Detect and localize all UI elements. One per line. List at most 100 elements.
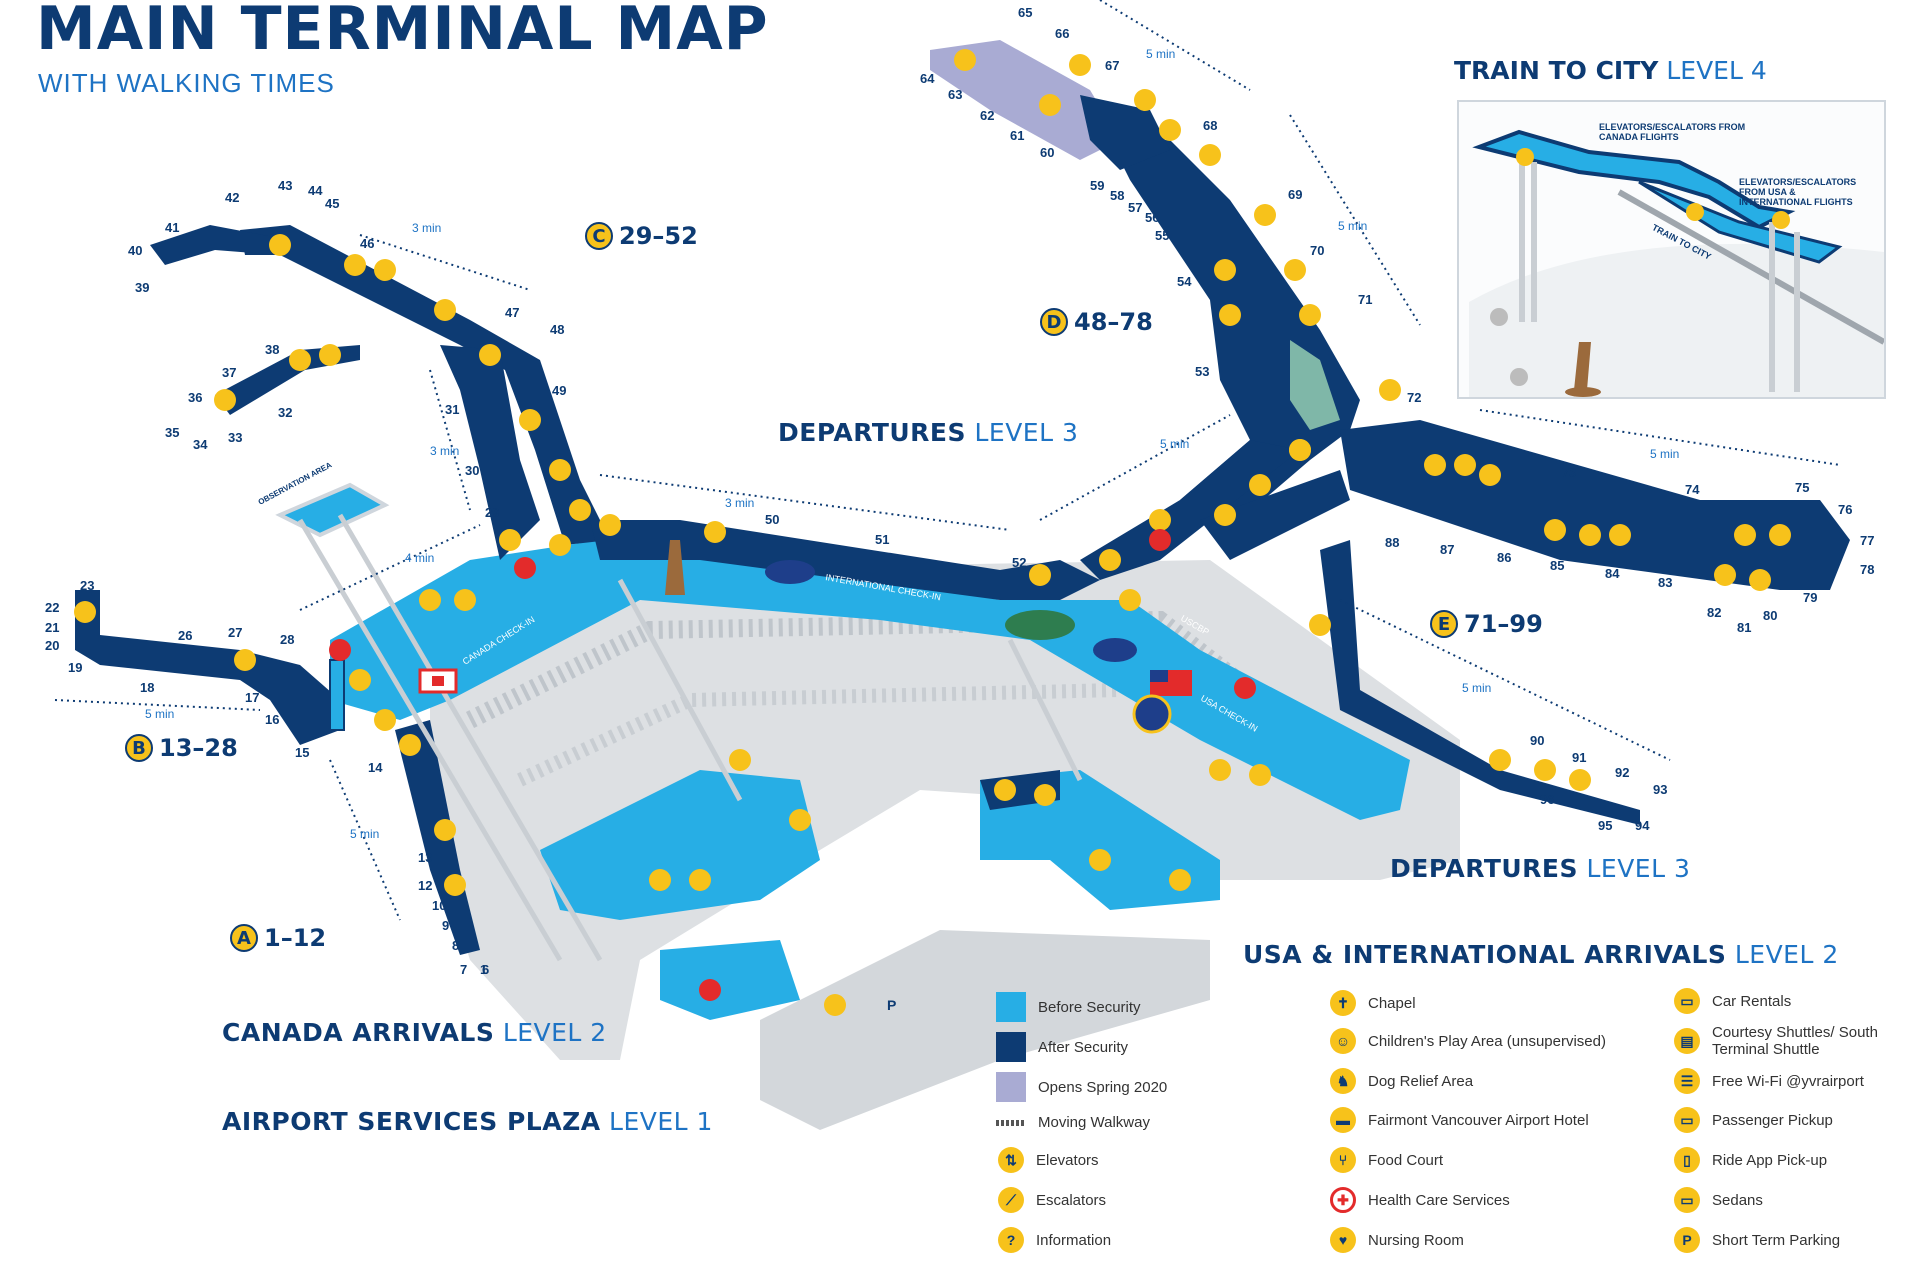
walk-time-c-low: 4 min bbox=[405, 551, 435, 565]
area-label-services-plaza: AIRPORT SERVICES PLAZA LEVEL 1 bbox=[222, 1107, 713, 1136]
gate-number: 74 bbox=[1685, 482, 1700, 497]
gate-number: 54 bbox=[1177, 274, 1192, 289]
usa-logo bbox=[1093, 638, 1137, 662]
gate-number: 52 bbox=[1012, 555, 1027, 570]
gate-badge-e: E bbox=[1430, 610, 1458, 638]
gate-number: 15 bbox=[295, 745, 310, 760]
nursing-icon: ♥ bbox=[1330, 1227, 1356, 1253]
gate-number: 59 bbox=[1090, 178, 1105, 193]
concourse-d-lower bbox=[1080, 440, 1300, 580]
gate-number: 27 bbox=[228, 625, 243, 640]
legend-label: Free Wi-Fi @yvrairport bbox=[1712, 1072, 1864, 1090]
canada-flag-leaf bbox=[432, 676, 444, 686]
gate-range-a: 1–12 bbox=[264, 924, 327, 952]
gate-number: 90 bbox=[1530, 733, 1545, 748]
play-area-icon: ☺ bbox=[1330, 1028, 1356, 1054]
gate-number: 88 bbox=[1385, 535, 1400, 550]
legend-chapel: ✝ Chapel bbox=[1330, 990, 1416, 1016]
arrivals-link-1 bbox=[617, 578, 743, 802]
legend-label: Fairmont Vancouver Airport Hotel bbox=[1368, 1111, 1589, 1129]
gate-number: 67 bbox=[1105, 58, 1120, 73]
gate-label-b[interactable]: B 13–28 bbox=[125, 734, 238, 762]
area-label-departures-top: DEPARTURES LEVEL 3 bbox=[778, 418, 1078, 447]
gate-number: 29 bbox=[485, 505, 500, 520]
gate-number: 71 bbox=[1358, 292, 1373, 307]
gate-number: 96 bbox=[1540, 792, 1555, 807]
opens-2020-after bbox=[1080, 95, 1170, 170]
gate-label-e[interactable]: E 71–99 bbox=[1430, 610, 1543, 638]
gate-number: 30 bbox=[465, 463, 480, 478]
gate-label-c[interactable]: C 29–52 bbox=[585, 222, 698, 250]
train-name: TRAIN TO CITY bbox=[1454, 56, 1659, 85]
area-name: AIRPORT SERVICES PLAZA bbox=[222, 1107, 601, 1136]
area-label-departures-right: DEPARTURES LEVEL 3 bbox=[1390, 854, 1690, 883]
moving-walkway-icon bbox=[996, 1119, 1026, 1126]
gate-number: 95 bbox=[1598, 818, 1613, 833]
legend-label: Chapel bbox=[1368, 994, 1416, 1012]
waterfall-feature bbox=[1290, 340, 1340, 430]
legend-sedans: ▭ Sedans bbox=[1674, 1187, 1763, 1213]
legend-label: After Security bbox=[1038, 1038, 1129, 1056]
legend-short-term: P Short Term Parking bbox=[1674, 1227, 1840, 1253]
gate-number: 91 bbox=[1572, 750, 1587, 765]
usa-arrivals-zone bbox=[980, 770, 1220, 910]
gate-number: 63 bbox=[948, 87, 963, 102]
gate-number: 12 bbox=[418, 878, 433, 893]
legend-dog-relief: ♞ Dog Relief Area bbox=[1330, 1068, 1473, 1094]
gate-number: 49 bbox=[552, 383, 567, 398]
gate-label-d[interactable]: D 48–78 bbox=[1040, 308, 1153, 336]
gate-number: 10 bbox=[432, 898, 447, 913]
legend-label: Food Court bbox=[1368, 1151, 1444, 1169]
legend-fairmont: ▬ Fairmont Vancouver Airport Hotel bbox=[1330, 1107, 1589, 1133]
gate-number: 35 bbox=[165, 425, 180, 440]
gate-badge-a: A bbox=[230, 924, 258, 952]
car-icon: ▭ bbox=[1674, 988, 1700, 1014]
legend-label: Children's Play Area (unsupervised) bbox=[1368, 1032, 1606, 1050]
gate-number: 73 bbox=[1562, 465, 1577, 480]
gate-range-e: 71–99 bbox=[1464, 610, 1543, 638]
gate-range-c: 29–52 bbox=[619, 222, 698, 250]
main-departures-zone bbox=[330, 540, 1410, 820]
services-plaza-building bbox=[760, 930, 1210, 1130]
area-level: LEVEL 3 bbox=[974, 418, 1079, 447]
gate-number: 78 bbox=[1860, 562, 1875, 577]
shuttle-bus-icon: ▤ bbox=[1674, 1028, 1700, 1054]
train-note-canada: ELEVATORS/ESCALATORS FROM CANADA FLIGHTS bbox=[1599, 122, 1746, 142]
gate-badge-c: C bbox=[585, 222, 613, 250]
legend-shuttles: ▤ Courtesy Shuttles/ South Terminal Shut… bbox=[1674, 1024, 1892, 1058]
walk-time-d-right: 5 min bbox=[1338, 219, 1368, 233]
gate-number: 44 bbox=[308, 183, 323, 198]
ride-app-icon: ▯ bbox=[1674, 1147, 1700, 1173]
walking-routes bbox=[54, 0, 1841, 921]
observation-link-2 bbox=[337, 513, 603, 962]
arrival-curb-road-2 bbox=[517, 683, 1121, 787]
gate-number: 92 bbox=[1615, 765, 1630, 780]
arrival-curb-road bbox=[465, 610, 1396, 808]
gate-label-a[interactable]: A 1–12 bbox=[230, 924, 326, 952]
legend-information: ? Information bbox=[998, 1227, 1111, 1253]
gate-number: 62 bbox=[980, 108, 995, 123]
gate-number: 14 bbox=[368, 760, 383, 775]
walk-time-c-mid: 3 min bbox=[430, 444, 460, 458]
arrivals-link-2 bbox=[1007, 638, 1083, 782]
dog-icon: ♞ bbox=[1330, 1068, 1356, 1094]
legend-before-security: Before Security bbox=[996, 992, 1141, 1022]
concourse-e bbox=[1340, 420, 1850, 590]
area-name: USA & INTERNATIONAL ARRIVALS bbox=[1243, 940, 1727, 969]
gate-number: 65 bbox=[1018, 5, 1033, 20]
gate-number: 51 bbox=[875, 532, 890, 547]
area-level: LEVEL 3 bbox=[1586, 854, 1691, 883]
gate-number: 17 bbox=[245, 690, 260, 705]
nexus-logo bbox=[1132, 694, 1172, 734]
legend-ride-app: ▯ Ride App Pick-up bbox=[1674, 1147, 1827, 1173]
legend-label: Escalators bbox=[1036, 1191, 1107, 1209]
gate-number: 32 bbox=[278, 405, 293, 420]
parking-text: P bbox=[887, 997, 896, 1013]
jade-canoe-sculpture bbox=[1005, 610, 1075, 640]
gate-number: 39 bbox=[135, 280, 150, 295]
gate-number: 80 bbox=[1763, 608, 1778, 623]
gate-number: 53 bbox=[1195, 364, 1210, 379]
gate-number: 76 bbox=[1838, 502, 1853, 517]
gate-number: 45 bbox=[325, 196, 340, 211]
